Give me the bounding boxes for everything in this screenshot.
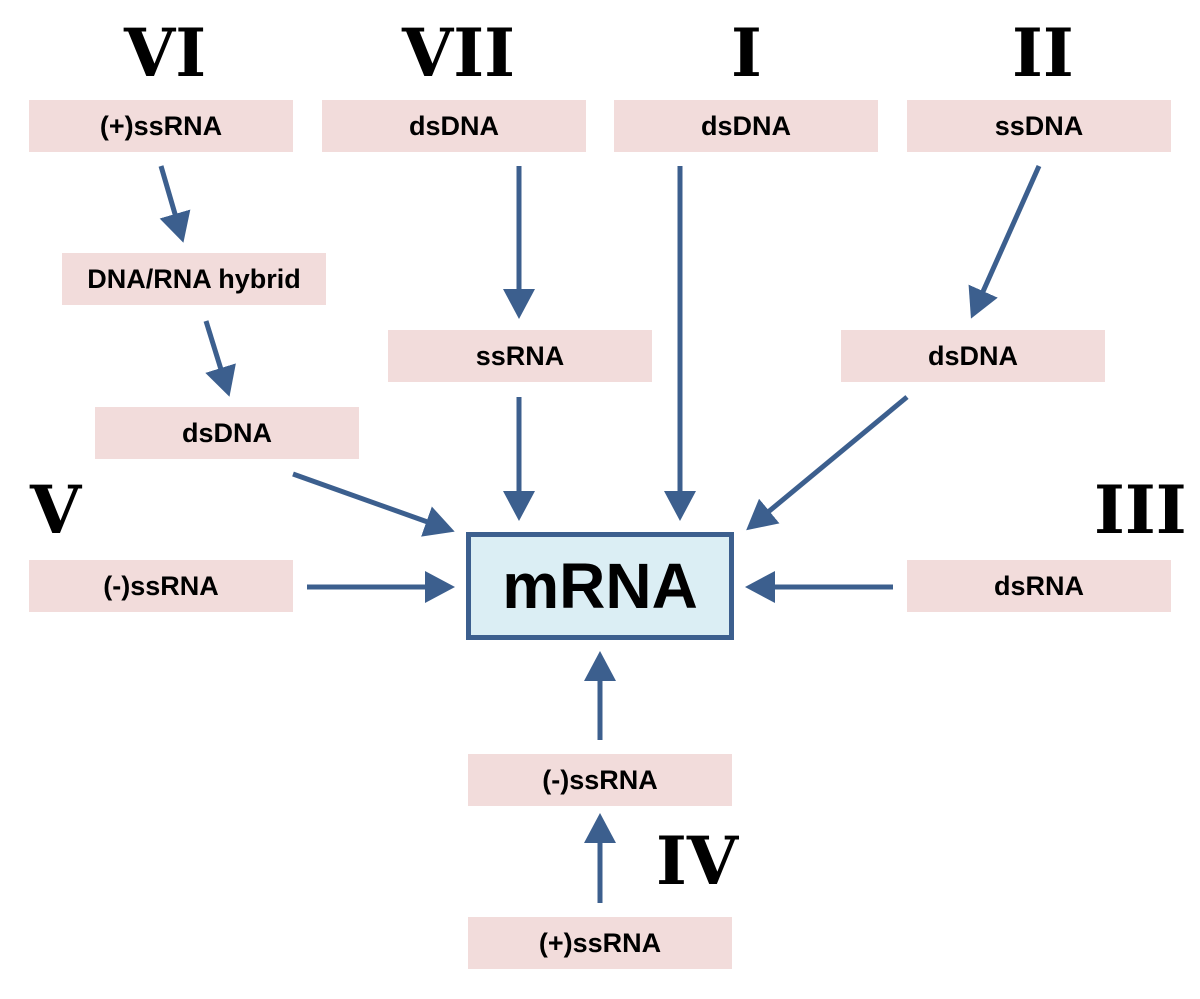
class-vi-numeral: VI — [124, 14, 207, 92]
class-ii-start-box: ssDNA — [907, 100, 1171, 152]
class-vi-start-box: (+)ssRNA — [29, 100, 293, 152]
arrow-vi-start-to-hybrid — [158, 165, 191, 243]
class-iii-numeral: III — [1094, 471, 1187, 549]
class-vii-start-box: dsDNA — [322, 100, 586, 152]
class-i-start-box: dsDNA — [614, 100, 878, 152]
arrow-ii-start-to-dsdna — [968, 164, 1042, 319]
class-vi-dsdna-box: dsDNA — [95, 407, 359, 459]
class-iv-minus-box: (-)ssRNA — [468, 754, 732, 806]
mrna-box: mRNA — [466, 532, 734, 640]
arrow-ii-dsdna-to-mrna — [746, 395, 909, 531]
class-iii-start-box: dsRNA — [907, 560, 1171, 612]
class-i-numeral: I — [731, 14, 762, 92]
class-iv-numeral: IV — [656, 822, 739, 900]
class-vii-ssrna-box: ssRNA — [388, 330, 652, 382]
class-iv-start-box: (+)ssRNA — [468, 917, 732, 969]
class-vi-hybrid-box: DNA/RNA hybrid — [62, 253, 326, 305]
class-vii-numeral: VII — [402, 14, 515, 92]
class-v-start-box: (-)ssRNA — [29, 560, 293, 612]
class-v-numeral: V — [30, 471, 82, 549]
arrow-vi-hybrid-to-dsdna — [203, 320, 236, 397]
arrow-vi-dsdna-to-mrna — [292, 471, 455, 537]
class-ii-dsdna-box: dsDNA — [841, 330, 1105, 382]
class-ii-numeral: II — [1012, 14, 1074, 92]
